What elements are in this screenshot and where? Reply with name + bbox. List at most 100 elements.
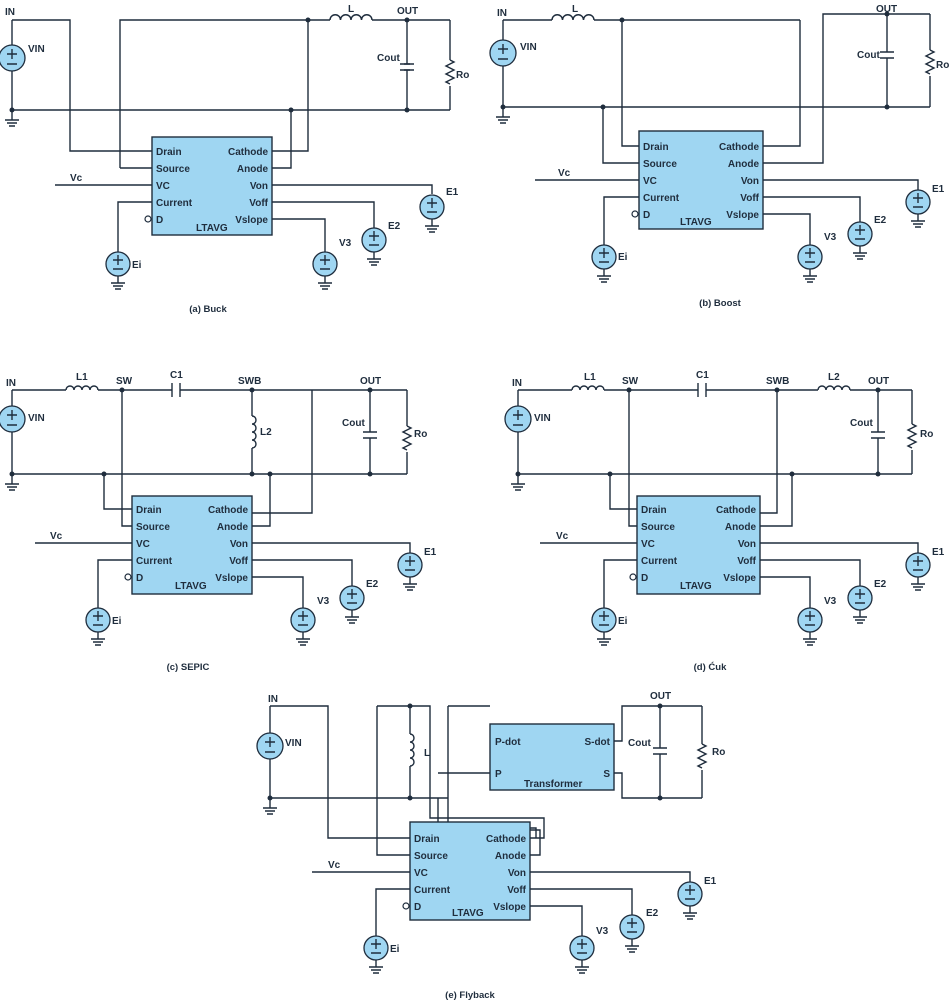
flyback-label-ei: Ei	[390, 944, 400, 955]
flyback-transformer-block	[489, 723, 615, 791]
sepic-block-name: LTAVG	[175, 581, 207, 592]
flyback-schematic: P-dot P S-dot S Transformer Drain Source…	[256, 691, 725, 1001]
cuk-schematic: Drain Source VC Current D Cathode Anode …	[504, 370, 945, 673]
boost-pin-von: Von	[741, 176, 759, 187]
cuk-e1-source	[905, 552, 931, 591]
boost-e2-source	[847, 221, 873, 260]
buck-vin-source	[0, 44, 26, 72]
buck-label-ei: Ei	[132, 260, 142, 271]
boost-pin-source: Source	[643, 159, 677, 170]
sepic-e1-source	[397, 552, 423, 591]
cuk-label-l2: L2	[828, 372, 840, 383]
buck-ei-source	[105, 251, 131, 290]
buck-ltavg-block	[151, 136, 273, 236]
sepic-schematic: Drain Source VC Current D Cathode Anode …	[0, 370, 437, 673]
boost-label-vc: Vc	[558, 168, 571, 179]
buck-label-e1: E1	[446, 187, 459, 198]
buck-cout-symbol	[404, 63, 410, 71]
cuk-label-v3: V3	[824, 596, 837, 607]
flyback-d-pin-icon	[402, 902, 410, 910]
flyback-pin-current: Current	[414, 885, 451, 896]
boost-label-e1: E1	[932, 184, 945, 195]
buck-pin-voff: Voff	[249, 198, 268, 209]
sepic-pin-current: Current	[136, 556, 173, 567]
buck-schematic: Drain Source VC Current D Cathode Anode …	[0, 4, 469, 315]
buck-pin-vslope: Vslope	[235, 215, 268, 226]
buck-label-v3: V3	[339, 238, 352, 249]
boost-e1-source	[905, 189, 931, 228]
sepic-label-cout: Cout	[342, 418, 365, 429]
flyback-label-out: OUT	[650, 691, 671, 702]
cuk-junctions	[515, 387, 881, 477]
buck-pin-drain: Drain	[156, 147, 182, 158]
boost-pin-current: Current	[643, 193, 680, 204]
flyback-label-vin: VIN	[285, 738, 302, 749]
flyback-transformer-sdot: S-dot	[584, 737, 610, 748]
sepic-label-ro: Ro	[414, 429, 427, 440]
sepic-label-ei: Ei	[112, 616, 122, 627]
buck-label-vc: Vc	[70, 173, 83, 184]
boost-label-v3: V3	[824, 232, 837, 243]
flyback-cout-plates	[653, 747, 667, 755]
sepic-pin-voff: Voff	[229, 556, 248, 567]
buck-d-pin-icon	[144, 215, 152, 223]
cuk-label-in: IN	[512, 378, 522, 389]
flyback-pin-d: D	[414, 902, 421, 913]
flyback-ei-source	[363, 935, 389, 974]
sepic-label-in: IN	[6, 378, 16, 389]
flyback-junctions	[267, 703, 663, 801]
buck-pin-cathode: Cathode	[228, 147, 268, 158]
sepic-resistor-symbol	[401, 425, 413, 451]
cuk-label-l1: L1	[584, 372, 596, 383]
sepic-pin-vc: VC	[136, 539, 150, 550]
buck-label-in: IN	[5, 7, 15, 18]
buck-label-l: L	[348, 4, 354, 15]
cuk-ei-source	[591, 607, 617, 646]
cuk-label-c1: C1	[696, 370, 709, 381]
sepic-cout-plates	[363, 431, 377, 439]
boost-pin-voff: Voff	[740, 193, 759, 204]
flyback-ground-icon	[263, 807, 277, 815]
flyback-pin-vc: VC	[414, 868, 428, 879]
sepic-label-vin: VIN	[28, 413, 45, 424]
cuk-label-out: OUT	[868, 376, 889, 387]
cuk-label-ro: Ro	[920, 429, 933, 440]
sepic-pin-cathode: Cathode	[208, 505, 248, 516]
buck-pin-source: Source	[156, 164, 190, 175]
cuk-label-sw: SW	[622, 376, 639, 387]
boost-label-l: L	[572, 4, 578, 15]
cuk-e2-source	[847, 585, 873, 624]
flyback-label-v3: V3	[596, 926, 609, 937]
boost-ltavg-block	[638, 130, 764, 230]
boost-label-in: IN	[497, 8, 507, 19]
buck-pin-d: D	[156, 215, 163, 226]
caption-buck: (a) Buck	[189, 304, 227, 315]
flyback-pin-anode: Anode	[495, 851, 527, 862]
cuk-pin-source: Source	[641, 522, 675, 533]
buck-v3-source	[312, 251, 338, 290]
sepic-l2-symbol	[251, 415, 257, 449]
buck-block-name: LTAVG	[196, 223, 228, 234]
sepic-pin-source: Source	[136, 522, 170, 533]
sepic-label-c1: C1	[170, 370, 183, 381]
cuk-d-pin-icon	[629, 573, 637, 581]
buck-wires	[11, 19, 451, 252]
flyback-transformer-s: S	[603, 769, 610, 780]
boost-block-name: LTAVG	[680, 217, 712, 228]
boost-label-ro: Ro	[936, 60, 949, 71]
boost-wires	[502, 13, 931, 245]
flyback-label-e2: E2	[646, 908, 659, 919]
boost-d-pin-icon	[631, 210, 639, 218]
sepic-junctions	[9, 387, 373, 477]
cuk-label-ei: Ei	[618, 616, 628, 627]
boost-cout-plates	[880, 51, 894, 59]
buck-pin-anode: Anode	[237, 164, 269, 175]
buck-cout-plates	[400, 63, 414, 71]
flyback-vin-source	[256, 732, 284, 760]
cuk-label-vin: VIN	[534, 413, 551, 424]
buck-label-ro: Ro	[456, 70, 469, 81]
boost-ei-source	[591, 244, 617, 283]
cuk-pin-vc: VC	[641, 539, 655, 550]
buck-label-cout: Cout	[377, 53, 400, 64]
sepic-vin-source	[0, 405, 26, 433]
